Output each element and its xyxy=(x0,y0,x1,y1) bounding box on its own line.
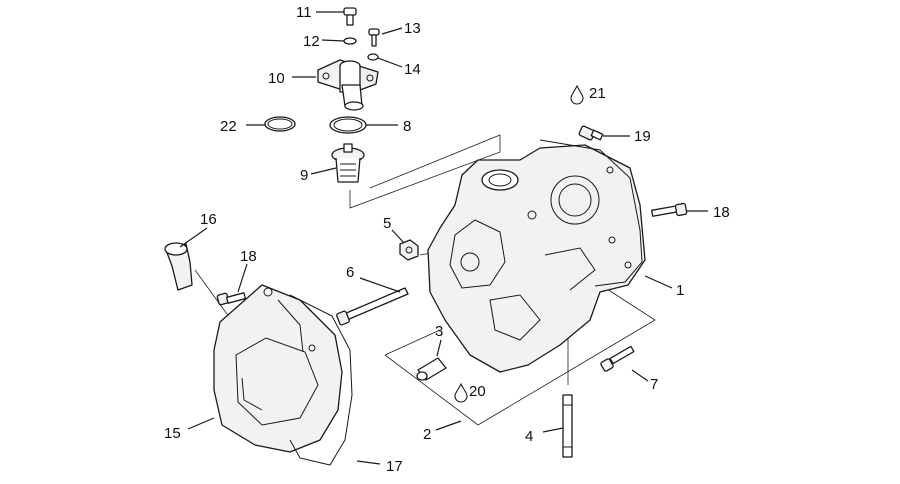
callout-13: 13 xyxy=(404,20,421,37)
callout-11: 11 xyxy=(296,4,312,21)
part-cover-gasket-17 xyxy=(289,294,353,466)
part-sensor-19 xyxy=(578,125,604,141)
part-stud-4 xyxy=(562,394,573,458)
part-dowel-3 xyxy=(416,357,447,381)
callout-12: 12 xyxy=(303,33,320,50)
callout-19: 19 xyxy=(634,128,651,145)
callout-16: 16 xyxy=(200,211,217,228)
callout-labels: 11 12 13 14 10 22 8 9 21 19 18 1 5 6 7 3… xyxy=(164,4,730,475)
callout-3: 3 xyxy=(435,323,443,340)
callout-14: 14 xyxy=(404,61,421,78)
callout-15: 15 xyxy=(164,425,181,442)
part-valve-cover-15 xyxy=(213,284,343,453)
part-bolt-11 xyxy=(343,7,357,26)
part-long-bolt-6 xyxy=(336,287,409,326)
part-bolt-18-left xyxy=(216,292,247,306)
callout-9: 9 xyxy=(300,167,308,184)
part-nut-5 xyxy=(399,239,419,261)
part-plug-16 xyxy=(164,242,193,291)
part-sealant-drop-20 xyxy=(454,382,468,403)
callout-10: 10 xyxy=(268,70,285,87)
callout-5: 5 xyxy=(383,215,391,232)
part-washer-14 xyxy=(367,53,379,61)
callout-4: 4 xyxy=(525,428,533,445)
part-sealant-drop-21 xyxy=(570,84,584,105)
callout-8: 8 xyxy=(403,118,411,135)
callout-17: 17 xyxy=(386,458,403,475)
part-cylinder-head-1 xyxy=(427,139,646,373)
leader-lines xyxy=(179,11,708,465)
part-thermostat-9 xyxy=(331,143,365,183)
callout-2: 2 xyxy=(423,426,431,443)
part-washer-12 xyxy=(343,37,357,45)
part-thermostat-cover-10 xyxy=(317,59,379,111)
callout-7: 7 xyxy=(650,376,658,393)
callout-6: 6 xyxy=(346,264,354,281)
callout-18-right: 18 xyxy=(713,204,730,221)
callout-18-left: 18 xyxy=(240,248,257,265)
part-o-ring-22 xyxy=(264,116,296,132)
part-screw-13 xyxy=(368,28,380,47)
callout-20: 20 xyxy=(469,383,486,400)
part-bolt-18-right xyxy=(651,202,688,217)
callout-1: 1 xyxy=(676,282,684,299)
part-bolt-7 xyxy=(600,345,635,372)
callout-22: 22 xyxy=(220,118,237,135)
part-gasket-ring-8 xyxy=(329,116,367,134)
callout-21: 21 xyxy=(589,85,606,102)
